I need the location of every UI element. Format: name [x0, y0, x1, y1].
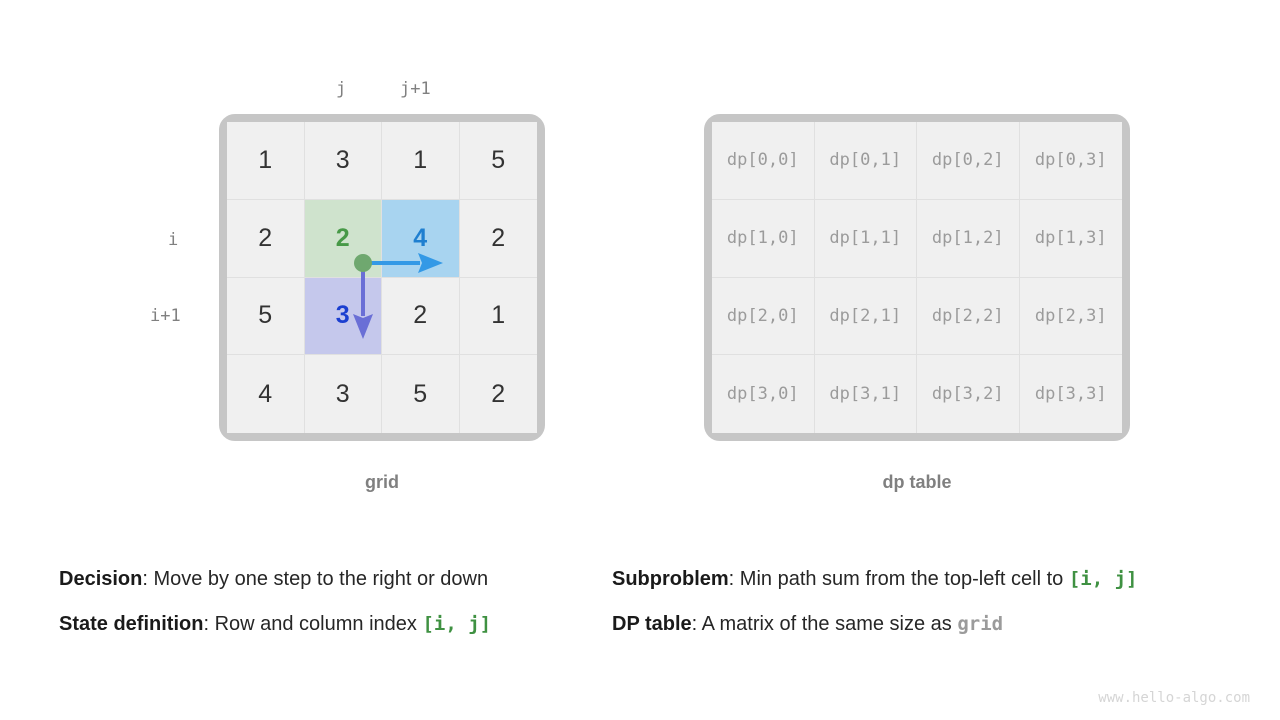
dp-cell-label: dp[2,3] [1034, 305, 1107, 326]
dp-cell-label: dp[1,0] [726, 228, 799, 249]
grid-cell: 1 [227, 122, 305, 200]
dp-cell: dp[2,2] [917, 277, 1020, 356]
grid-cell-down-target: 3 [304, 277, 382, 356]
grid-col-label-j-plus-1: j+1 [400, 79, 431, 99]
grid-cell: 1 [382, 122, 460, 200]
dp-cell-label: dp[2,2] [931, 305, 1004, 326]
subproblem-note: Subproblem: Min path sum from the top-le… [612, 557, 1137, 602]
dp-cell-label: dp[3,3] [1034, 384, 1107, 405]
dp-cell-label: dp[1,2] [931, 228, 1004, 249]
grid-cell-value: 3 [335, 379, 350, 408]
subproblem-code: [i, j] [1068, 568, 1138, 590]
dp-cell: dp[0,3] [1019, 122, 1122, 200]
grid-cell-value: 2 [335, 223, 350, 252]
decision-note: Decision: Move by one step to the right … [59, 557, 491, 602]
dp-table-code: grid [957, 613, 1004, 635]
subproblem-label: Subproblem [612, 568, 729, 590]
dp-cell: dp[3,3] [1019, 355, 1122, 433]
grid-cell-value: 2 [491, 379, 506, 408]
dp-cell: dp[3,1] [814, 355, 917, 433]
grid-cell: 2 [227, 199, 305, 278]
grid-cell-value: 1 [258, 145, 273, 174]
notes-right-column: Subproblem: Min path sum from the top-le… [612, 557, 1137, 647]
grid-row-label-i: i [168, 230, 179, 250]
dp-table-text: : A matrix of the same size as [691, 613, 958, 635]
grid-cell-current: 2 [304, 199, 382, 278]
grid-cell: 2 [459, 355, 537, 433]
grid-cell-value: 4 [413, 223, 428, 252]
grid-cell: 2 [459, 199, 537, 278]
grid-cell: 1 [459, 277, 537, 356]
dp-cell: dp[1,3] [1019, 199, 1122, 278]
dp-cell-label: dp[0,0] [726, 150, 799, 171]
dp-cell: dp[1,0] [712, 199, 815, 278]
grid-row-label-i-plus-1: i+1 [150, 306, 181, 326]
dp-cell: dp[3,0] [712, 355, 815, 433]
dp-cell-label: dp[3,2] [931, 384, 1004, 405]
grid-cell-value: 5 [491, 145, 506, 174]
dp-cell: dp[0,1] [814, 122, 917, 200]
state-definition-note: State definition: Row and column index [… [59, 602, 491, 647]
dp-cell: dp[1,2] [917, 199, 1020, 278]
grid-cell-value: 5 [258, 301, 273, 330]
decision-text: : Move by one step to the right or down [142, 568, 489, 590]
dp-cell-label: dp[1,1] [829, 228, 902, 249]
dp-cell-label: dp[0,3] [1034, 150, 1107, 171]
dp-cell: dp[3,2] [917, 355, 1020, 433]
grid-cell: 3 [304, 355, 382, 433]
subproblem-text: : Min path sum from the top-left cell to [728, 568, 1069, 590]
dp-cell-label: dp[1,3] [1034, 228, 1107, 249]
grid-cell-value: 3 [335, 145, 350, 174]
dp-cell: dp[1,1] [814, 199, 917, 278]
dp-table-matrix: dp[0,0] dp[0,1] dp[0,2] dp[0,3] dp[1,0] … [704, 114, 1130, 441]
dp-table-caption: dp table [882, 472, 952, 492]
grid-cell: 5 [459, 122, 537, 200]
grid-caption: grid [365, 472, 399, 492]
dp-cell: dp[2,1] [814, 277, 917, 356]
dp-cell: dp[2,0] [712, 277, 815, 356]
dp-cell: dp[0,2] [917, 122, 1020, 200]
grid-cell-value: 5 [413, 379, 428, 408]
grid-cell-value: 1 [491, 301, 506, 330]
state-definition-code: [i, j] [422, 613, 492, 635]
decision-label: Decision [59, 568, 143, 590]
watermark: www.hello-algo.com [1098, 690, 1250, 706]
grid-cell-value: 2 [413, 301, 428, 330]
dp-cell-label: dp[2,1] [829, 305, 902, 326]
grid-cell: 3 [304, 122, 382, 200]
grid-cell-value: 4 [258, 379, 273, 408]
grid-cell: 5 [227, 277, 305, 356]
grid-cell: 5 [382, 355, 460, 433]
state-definition-text: : Row and column index [203, 613, 423, 635]
dp-cell-label: dp[3,0] [726, 384, 799, 405]
dp-cell-label: dp[2,0] [726, 305, 799, 326]
state-definition-label: State definition [59, 613, 204, 635]
grid-cell: 4 [227, 355, 305, 433]
grid-cell-value: 2 [491, 223, 506, 252]
dp-cell-label: dp[3,1] [829, 384, 902, 405]
grid-cell-value: 1 [413, 145, 428, 174]
grid-cell: 2 [382, 277, 460, 356]
dp-cell-label: dp[0,1] [829, 150, 902, 171]
grid-col-label-j: j [336, 79, 347, 99]
grid-cell-value: 3 [335, 301, 350, 330]
dp-table-note: DP table: A matrix of the same size as g… [612, 602, 1137, 647]
grid-matrix: 1 3 1 5 2 2 4 2 5 3 2 1 4 3 5 2 [219, 114, 545, 441]
dp-cell-label: dp[0,2] [931, 150, 1004, 171]
notes-left-column: Decision: Move by one step to the right … [59, 557, 491, 647]
grid-cell-right-target: 4 [382, 199, 460, 278]
dp-table-label: DP table [612, 613, 692, 635]
dp-cell: dp[0,0] [712, 122, 815, 200]
dp-cell: dp[2,3] [1019, 277, 1122, 356]
grid-cell-value: 2 [258, 223, 273, 252]
